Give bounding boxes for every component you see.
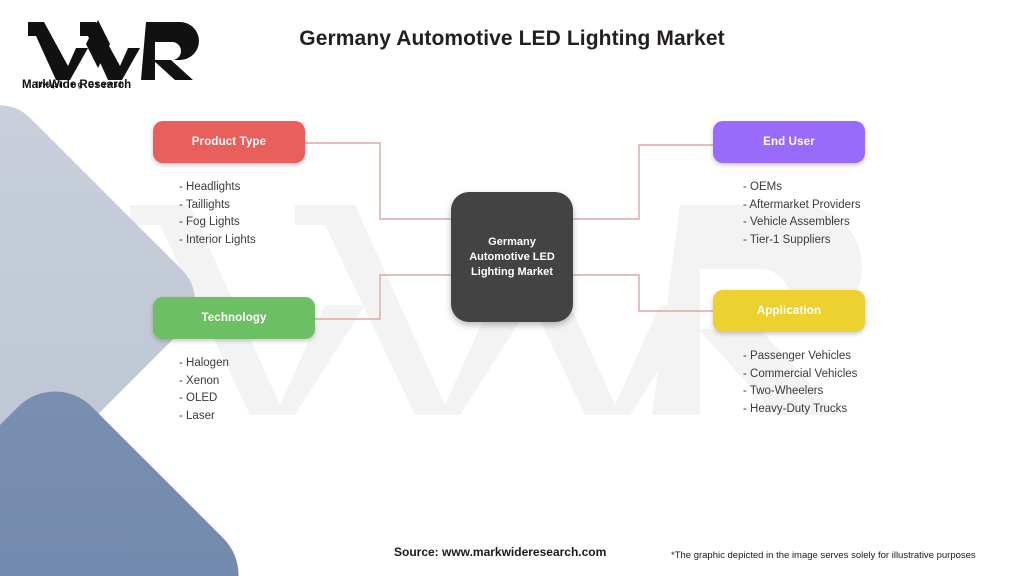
list-item: - OLED <box>179 392 218 404</box>
branch-header-product-type[interactable]: Product Type <box>153 121 305 163</box>
page-title: Germany Automotive LED Lighting Market <box>299 27 725 50</box>
list-item: - Xenon <box>179 374 220 387</box>
branch-title-technology: Technology <box>201 312 267 324</box>
list-item: - Passenger Vehicles <box>743 350 852 362</box>
list-item: - Headlights <box>179 181 241 193</box>
branch-product-type: Product Type - Headlights - Taillights -… <box>153 121 305 249</box>
list-item: - Fog Lights <box>179 216 240 228</box>
branch-technology: Technology - Halogen - Xenon - OLED - La… <box>153 297 315 425</box>
branch-items-application: - Passenger Vehicles - Commercial Vehicl… <box>713 348 865 418</box>
markwide-research-logo: MarkWide Research Inspiring Growth <box>18 18 233 94</box>
logo-name: MarkWide Research <box>22 79 131 91</box>
branch-end-user: End User - OEMs - Aftermarket Providers … <box>713 121 865 249</box>
connector-technology <box>315 274 455 320</box>
connector-application <box>569 274 714 312</box>
logo-tagline: Inspiring Growth <box>36 80 126 89</box>
list-item: - OEMs <box>743 181 782 193</box>
list-item: - Laser <box>179 409 215 422</box>
center-node: Germany Automotive LED Lighting Market <box>451 192 573 322</box>
branch-header-application[interactable]: Application <box>713 290 865 332</box>
list-item: - Aftermarket Providers <box>743 198 861 211</box>
branch-title-end-user: End User <box>763 136 815 148</box>
connector-product-type <box>305 142 455 220</box>
branch-items-technology: - Halogen - Xenon - OLED - Laser <box>153 355 315 425</box>
branch-header-technology[interactable]: Technology <box>153 297 315 339</box>
list-item: - Halogen <box>179 357 229 369</box>
list-item: - Taillights <box>179 198 230 211</box>
list-item: - Vehicle Assemblers <box>743 216 850 228</box>
branch-items-end-user: - OEMs - Aftermarket Providers - Vehicle… <box>713 179 865 249</box>
list-item: - Commercial Vehicles <box>743 367 858 380</box>
list-item: - Tier-1 Suppliers <box>743 233 831 246</box>
center-node-label: Germany Automotive LED Lighting Market <box>469 235 555 278</box>
list-item: - Two-Wheelers <box>743 385 824 397</box>
branch-title-product-type: Product Type <box>191 136 267 148</box>
disclaimer-note: *The graphic depicted in the image serve… <box>671 550 976 561</box>
branch-application: Application - Passenger Vehicles - Comme… <box>713 290 865 418</box>
branch-header-end-user[interactable]: End User <box>713 121 865 163</box>
connector-end-user <box>569 144 714 220</box>
list-item: - Heavy-Duty Trucks <box>743 402 848 415</box>
source-label: Source: www.markwideresearch.com <box>394 545 607 559</box>
branch-title-application: Application <box>756 305 822 317</box>
branch-items-product-type: - Headlights - Taillights - Fog Lights -… <box>153 179 305 249</box>
list-item: - Interior Lights <box>179 233 256 246</box>
